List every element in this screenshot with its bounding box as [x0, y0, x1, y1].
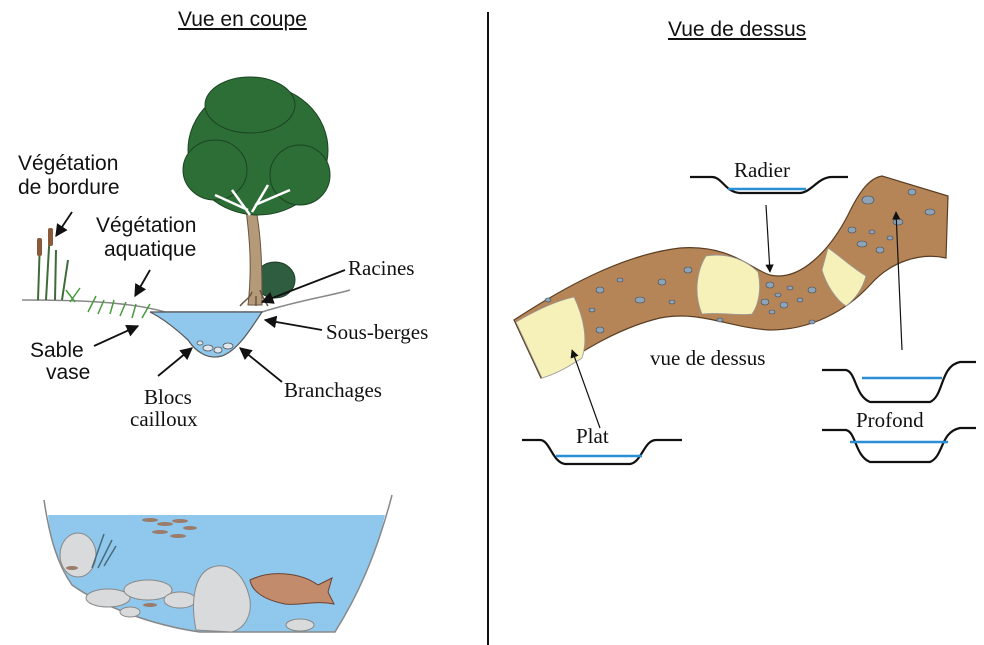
underwater-weed	[91, 533, 117, 569]
arrow-plat	[570, 349, 601, 429]
label-blocs-cailloux: Blocs cailloux	[130, 386, 198, 430]
label-vue-de-dessus: vue de dessus	[650, 346, 766, 370]
label-cailloux: cailloux	[130, 407, 198, 431]
underwater-rocks	[59, 532, 315, 633]
title-vue-de-dessus: Vue de dessus	[668, 18, 807, 41]
label-sous-berges: Sous-berges	[326, 320, 429, 344]
arrow-vegetation-bordure	[55, 211, 73, 238]
arrow-racines	[260, 269, 346, 304]
aquatic-vegetation	[65, 287, 151, 319]
label-sable-vase: Sable vase	[30, 340, 90, 384]
arrow-blocs-cailloux	[157, 347, 193, 377]
channel-water	[149, 311, 264, 358]
trout	[249, 573, 335, 605]
arrow-radier	[765, 204, 774, 273]
underwater-outline	[43, 494, 393, 633]
label-sable: Sable	[30, 339, 84, 362]
profile-plat	[522, 438, 682, 466]
arrow-vegetation-aquatique	[134, 269, 151, 298]
arrow-sous-berges	[263, 315, 323, 331]
label-vegetation-aquatique-line2: aquatique	[104, 238, 197, 261]
channel-pebbles	[196, 340, 234, 354]
arrow-profond	[892, 211, 903, 351]
label-vegetation-bordure-line1: Végétation	[18, 152, 119, 175]
plat-zone	[515, 247, 867, 379]
arrow-sable-vase	[93, 324, 140, 347]
label-vegetation-bordure-line2: de bordure	[18, 176, 120, 199]
arrow-branchages	[239, 347, 283, 383]
profile-radier	[690, 175, 848, 195]
label-vegetation-aquatique-line1: Végétation	[96, 214, 197, 237]
label-radier: Radier	[734, 158, 790, 182]
label-racines: Racines	[348, 256, 415, 280]
plan-pebbles	[544, 188, 936, 334]
title-vue-en-coupe: Vue en coupe	[178, 8, 307, 31]
tree-canopy	[182, 76, 331, 216]
reed-heads	[37, 228, 53, 256]
label-plat: Plat	[576, 424, 609, 448]
label-vase: vase	[46, 361, 91, 384]
label-branchages: Branchages	[284, 378, 382, 402]
label-vegetation-aquatique: Végétation aquatique	[96, 214, 196, 262]
profile-profond-2	[822, 426, 976, 464]
profile-profond-1	[822, 360, 976, 404]
tree-branches	[214, 184, 291, 216]
label-profond: Profond	[856, 408, 924, 432]
label-vegetation-bordure: Végétation de bordure	[18, 152, 120, 200]
label-blocs: Blocs	[144, 385, 192, 409]
fish-school	[66, 518, 197, 607]
